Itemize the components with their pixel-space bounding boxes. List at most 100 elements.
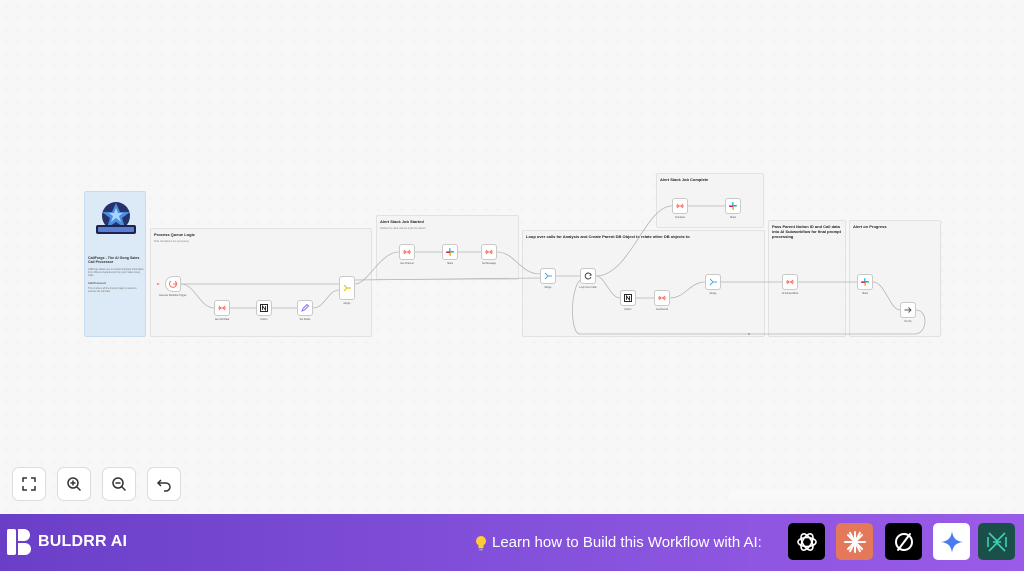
pencil-icon xyxy=(301,303,310,312)
merge-icon xyxy=(343,284,351,292)
slack-icon xyxy=(861,278,869,286)
execute-workflow-trigger-node[interactable] xyxy=(165,276,181,292)
node-label: Get Channel xyxy=(400,262,414,265)
notion-icon xyxy=(260,304,268,312)
footer-banner: BULDRR AI Learn how to Build this Workfl… xyxy=(0,514,1024,571)
no-op-node[interactable] xyxy=(900,302,916,318)
http-icon xyxy=(218,305,226,311)
loop-icon xyxy=(584,272,592,280)
zoom-out-button[interactable] xyxy=(102,467,136,501)
perplexity-button[interactable] xyxy=(885,523,922,560)
set-message-node[interactable] xyxy=(481,244,497,260)
intro-title: CallForge - The AI Gong Sales Call Proce… xyxy=(88,256,140,265)
http-icon xyxy=(676,203,684,209)
http-icon xyxy=(786,279,794,285)
loop-over-calls-node[interactable] xyxy=(580,268,596,284)
node-label: Merge xyxy=(709,292,717,295)
chatgpt-button[interactable] xyxy=(788,523,825,560)
note-loop-calls[interactable]: Loop over calls for Analysis and Create … xyxy=(522,230,765,337)
note-title: Loop over calls for Analysis and Create … xyxy=(526,234,690,239)
claude-icon xyxy=(843,530,866,553)
cta-text: Learn how to Build this Workflow with AI… xyxy=(492,534,762,551)
note-pass-parent[interactable]: Pass Parent Notion ID and Call data into… xyxy=(768,220,846,337)
note-title: Alert Slack Job Started xyxy=(380,219,424,224)
get-record-node[interactable] xyxy=(654,290,670,306)
merge-parent-node[interactable] xyxy=(705,274,721,290)
node-label: Notion xyxy=(260,318,268,321)
get-channel-node[interactable] xyxy=(399,244,415,260)
learn-cta[interactable]: Learn how to Build this Workflow with AI… xyxy=(474,534,762,551)
zoom-in-button[interactable] xyxy=(57,467,91,501)
noop-icon xyxy=(904,307,912,313)
note-title: Alert Slack Job Complete xyxy=(660,177,709,182)
node-label: Set Fields xyxy=(299,318,311,321)
node-label: Get Record xyxy=(655,308,669,311)
note-title: Process Queue Logic xyxy=(154,232,195,237)
node-label: Merge xyxy=(544,286,552,289)
edge xyxy=(595,275,621,299)
node-label: Set Message xyxy=(482,262,496,265)
claude-button[interactable] xyxy=(836,523,873,560)
slack-complete-node[interactable] xyxy=(725,198,741,214)
node-label: Execute Workflow Trigger xyxy=(159,294,187,297)
connections-layer xyxy=(157,205,926,335)
edge xyxy=(572,279,926,335)
gemini-button[interactable] xyxy=(933,523,970,560)
http-icon xyxy=(403,249,411,255)
node-label: Complete xyxy=(674,216,686,219)
merge-loop-node[interactable] xyxy=(540,268,556,284)
undo-icon xyxy=(156,479,171,492)
edge xyxy=(872,281,901,311)
fit-view-button[interactable] xyxy=(12,467,46,501)
note-process-queue[interactable]: Process Queue Logic Pulls call data for … xyxy=(150,228,372,337)
slack-progress-node[interactable] xyxy=(857,274,873,290)
edge xyxy=(496,251,541,275)
deepseek-button[interactable] xyxy=(978,523,1015,560)
edge xyxy=(669,281,706,299)
buldrr-logo-icon xyxy=(7,529,31,555)
node-label: Slack xyxy=(730,216,736,219)
gemini-icon xyxy=(940,530,963,553)
notion-node[interactable] xyxy=(256,300,272,316)
slack-icon xyxy=(446,248,454,256)
workflow-canvas[interactable]: Process Queue Logic Pulls call data for … xyxy=(0,0,1024,514)
edge xyxy=(354,251,400,285)
notion-record-node[interactable] xyxy=(620,290,636,306)
node-label: Get Call Data xyxy=(214,318,230,321)
merge-node[interactable] xyxy=(339,276,355,300)
intro-body-2: This is where all the prompt magic is st… xyxy=(88,287,137,294)
merge-icon xyxy=(709,278,717,286)
intro-note[interactable]: CallForge - The AI Gong Sales Call Proce… xyxy=(84,191,146,337)
note-title: Alert on Progress xyxy=(853,224,887,229)
slack-icon xyxy=(729,202,737,210)
note-title: Pass Parent Notion ID and Call data into… xyxy=(772,224,841,239)
zoom-in-icon xyxy=(67,477,82,492)
undo-button[interactable] xyxy=(147,467,181,501)
get-call-data-node[interactable] xyxy=(214,300,230,316)
set-fields-node[interactable] xyxy=(297,300,313,316)
node-label: AI Subworkflow xyxy=(781,292,799,295)
callforge-logo xyxy=(96,202,136,234)
lightbulb-icon xyxy=(476,535,486,550)
note-body: Pulls call data for pre-processing xyxy=(154,240,189,243)
node-label: Notion xyxy=(624,308,632,311)
perplexity-icon xyxy=(894,532,913,551)
edge xyxy=(180,283,215,309)
slack-start-node[interactable] xyxy=(442,244,458,260)
node-label: Merge xyxy=(343,302,351,305)
deepseek-icon xyxy=(986,531,1007,552)
node-label: Slack xyxy=(447,262,453,265)
complete-node[interactable] xyxy=(672,198,688,214)
zoom-out-icon xyxy=(112,477,127,492)
http-icon xyxy=(485,249,493,255)
ai-subworkflow-node[interactable] xyxy=(782,274,798,290)
node-label: Slack xyxy=(862,292,868,295)
fit-view-icon xyxy=(22,477,36,491)
node-label: Loop Over Calls xyxy=(579,286,597,289)
brand-name: BULDRR AI xyxy=(38,533,128,550)
trigger-icon xyxy=(169,280,178,288)
intro-body: CallForge allows you to extract importan… xyxy=(88,268,144,278)
edge xyxy=(312,289,340,309)
node-label: No Op xyxy=(904,320,912,323)
http-icon xyxy=(658,295,666,301)
